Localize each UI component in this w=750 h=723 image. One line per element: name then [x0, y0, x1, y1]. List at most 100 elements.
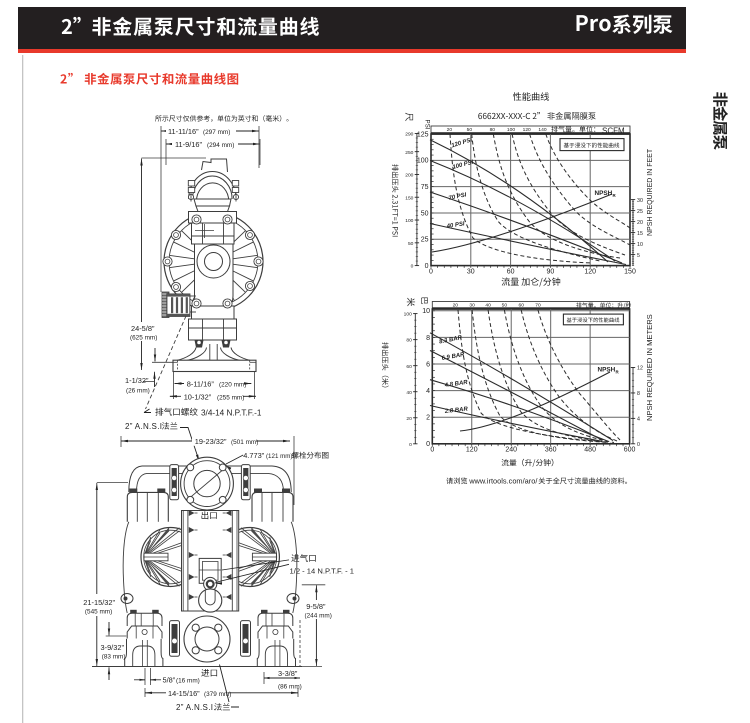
svg-text:(220 mm): (220 mm) — [219, 382, 246, 389]
svg-text:10: 10 — [637, 242, 643, 248]
svg-text:R: R — [613, 193, 617, 198]
svg-text:25: 25 — [637, 209, 643, 215]
svg-text:21-15/32”: 21-15/32” — [83, 598, 115, 607]
svg-text:60: 60 — [406, 364, 412, 370]
svg-text:(379 mm): (379 mm) — [204, 691, 231, 698]
svg-text:(16 mm): (16 mm) — [176, 677, 200, 684]
svg-text:240: 240 — [505, 447, 517, 454]
svg-text:4.8 BAR: 4.8 BAR — [443, 380, 468, 389]
svg-text:80: 80 — [406, 338, 412, 344]
svg-text:8-11/16”: 8-11/16” — [187, 380, 215, 389]
svg-text:290: 290 — [405, 132, 413, 138]
svg-text:3-3/8”: 3-3/8” — [278, 669, 298, 678]
svg-text:4: 4 — [426, 388, 430, 395]
svg-text:0: 0 — [425, 263, 429, 270]
svg-text:5/8”: 5/8” — [163, 675, 176, 684]
svg-text:120: 120 — [584, 269, 596, 276]
svg-text:(255 mm): (255 mm) — [217, 394, 244, 401]
svg-text:25: 25 — [421, 237, 429, 244]
svg-text:3/4-14 N.P.T.F.-1: 3/4-14 N.P.T.F.-1 — [201, 409, 262, 418]
svg-text:www.irtools.com/aro/: www.irtools.com/aro/ — [468, 477, 538, 486]
svg-text:70 PSI: 70 PSI — [448, 192, 467, 202]
svg-text:24-5/8”: 24-5/8” — [131, 324, 155, 333]
svg-text:(83 mm): (83 mm) — [102, 653, 126, 660]
svg-text:2” A.N.S.I: 2” A.N.S.I — [125, 422, 162, 431]
svg-text:30: 30 — [467, 269, 475, 276]
svg-text:NPSH: NPSH — [598, 367, 616, 374]
svg-text:600: 600 — [624, 447, 636, 454]
svg-text:140: 140 — [538, 127, 546, 133]
svg-text:40 PSI: 40 PSI — [445, 221, 465, 230]
svg-text:NPSH: NPSH — [595, 190, 613, 197]
svg-text:200: 200 — [405, 173, 413, 179]
svg-text:60: 60 — [518, 303, 524, 309]
svg-text:360: 360 — [545, 447, 557, 454]
svg-text:120 PSI: 120 PSI — [451, 137, 473, 149]
svg-text:0: 0 — [430, 447, 434, 454]
svg-text:50: 50 — [502, 303, 508, 309]
svg-text:125: 125 — [417, 131, 429, 138]
svg-text:90: 90 — [547, 269, 555, 276]
svg-text:8.3 BAR: 8.3 BAR — [439, 335, 463, 345]
svg-text:0: 0 — [426, 441, 430, 448]
svg-text:1/2 - 14 N.P.T.F. - 1: 1/2 - 14 N.P.T.F. - 1 — [290, 567, 354, 576]
svg-text:250: 250 — [405, 150, 413, 156]
svg-text:100 PSI: 100 PSI — [452, 160, 474, 171]
svg-text:50: 50 — [408, 241, 414, 247]
svg-text:SCFM: SCFM — [602, 127, 625, 136]
svg-text:0: 0 — [409, 442, 412, 448]
svg-text:80: 80 — [490, 127, 496, 133]
svg-text:6.9 BAR: 6.9 BAR — [441, 352, 465, 362]
svg-text:(26 mm): (26 mm) — [126, 388, 150, 395]
svg-text:150: 150 — [624, 269, 636, 276]
svg-text:0: 0 — [637, 442, 640, 448]
svg-text:NPSH REQUIRED IN METERS: NPSH REQUIRED IN METERS — [645, 314, 654, 421]
svg-text:19-23/32”: 19-23/32” — [195, 437, 227, 446]
svg-text:2.8 BAR: 2.8 BAR — [444, 407, 469, 416]
svg-text:120: 120 — [523, 127, 531, 133]
svg-text:12: 12 — [637, 366, 643, 372]
svg-text:5: 5 — [637, 253, 640, 259]
svg-text:10-1/32”: 10-1/32” — [184, 392, 212, 401]
svg-text:4.773”: 4.773” — [243, 451, 264, 460]
svg-text:(244 mm): (244 mm) — [305, 613, 332, 620]
svg-text:40: 40 — [485, 303, 491, 309]
svg-text:30: 30 — [637, 198, 643, 204]
svg-text:480: 480 — [584, 447, 596, 454]
svg-text:0: 0 — [429, 269, 433, 276]
svg-text:11-9/16”: 11-9/16” — [175, 140, 203, 149]
svg-text:8: 8 — [637, 391, 640, 397]
svg-text:20: 20 — [453, 303, 459, 309]
svg-text:0: 0 — [411, 264, 414, 270]
svg-text:6: 6 — [426, 361, 430, 368]
svg-text:20: 20 — [406, 416, 412, 422]
svg-text:40: 40 — [406, 390, 412, 396]
svg-text:100: 100 — [507, 127, 515, 133]
svg-text:(501 mm): (501 mm) — [231, 439, 258, 446]
svg-text:20: 20 — [637, 220, 643, 226]
svg-text:2: 2 — [426, 415, 430, 422]
svg-text:150: 150 — [405, 195, 413, 201]
svg-text:(545 mm): (545 mm) — [85, 609, 112, 616]
svg-text:70: 70 — [535, 303, 541, 309]
svg-text:8: 8 — [426, 335, 430, 342]
svg-text:NPSH REQUIRED IN FEET: NPSH REQUIRED IN FEET — [647, 148, 654, 236]
svg-text:R: R — [616, 370, 620, 375]
svg-text:120: 120 — [466, 447, 478, 454]
svg-text:(86 mm): (86 mm) — [278, 684, 302, 691]
svg-text:1-1/32”: 1-1/32” — [125, 376, 149, 385]
svg-text:100: 100 — [405, 218, 413, 224]
svg-text:75: 75 — [421, 184, 429, 191]
svg-text:3-9/32”: 3-9/32” — [101, 643, 125, 652]
svg-text:9-5/8”: 9-5/8” — [306, 602, 326, 611]
svg-text:PSI: PSI — [424, 120, 431, 130]
svg-text:(297 mm): (297 mm) — [203, 129, 230, 136]
svg-text:100: 100 — [404, 312, 412, 318]
svg-text:(121 mm): (121 mm) — [266, 453, 292, 460]
svg-text:11-11/16”: 11-11/16” — [168, 127, 199, 136]
svg-text:(625 mm): (625 mm) — [130, 335, 157, 342]
svg-text:10: 10 — [422, 308, 430, 315]
svg-text:20: 20 — [447, 127, 453, 133]
svg-text:4: 4 — [637, 417, 640, 423]
svg-text:50: 50 — [421, 210, 429, 217]
